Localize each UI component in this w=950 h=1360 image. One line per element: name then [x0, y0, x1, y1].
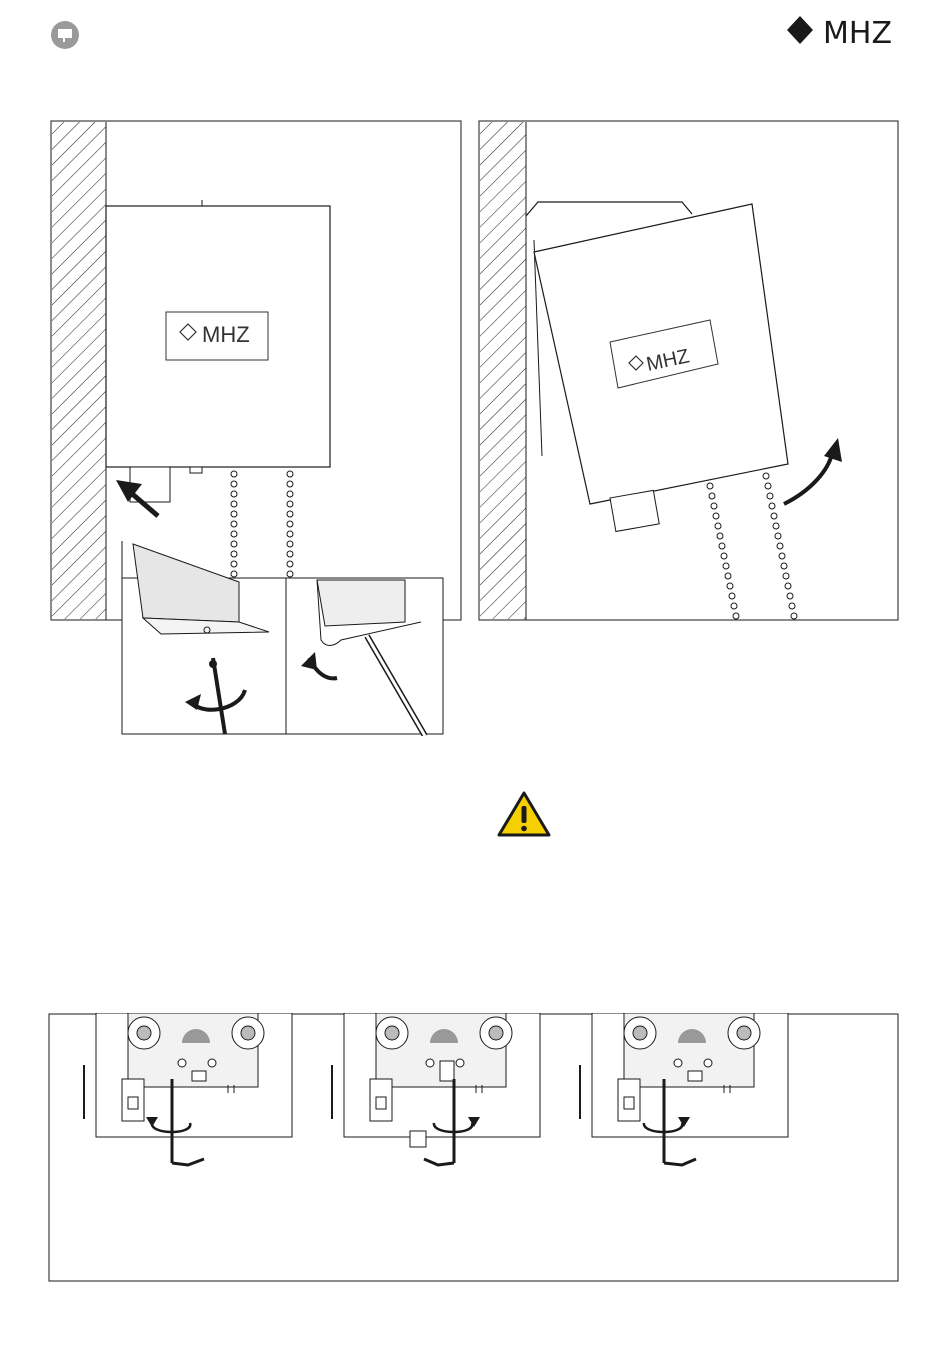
wall-hatch	[480, 122, 526, 619]
wall-hatch	[52, 122, 106, 619]
page-icon	[50, 20, 80, 50]
brand-logo-text: MHZ	[823, 16, 892, 48]
figure-mounting-right: MHZ	[478, 120, 900, 622]
figure-adjustment-steps	[48, 1013, 900, 1283]
box-label-left: MHZ	[202, 322, 250, 347]
diamond-logo-icon	[787, 16, 813, 44]
speech-bubble-icon	[50, 20, 80, 50]
figure-detail-insets	[121, 540, 445, 736]
warning-triangle-icon	[496, 790, 552, 838]
brand-logo: MHZ	[786, 14, 906, 48]
